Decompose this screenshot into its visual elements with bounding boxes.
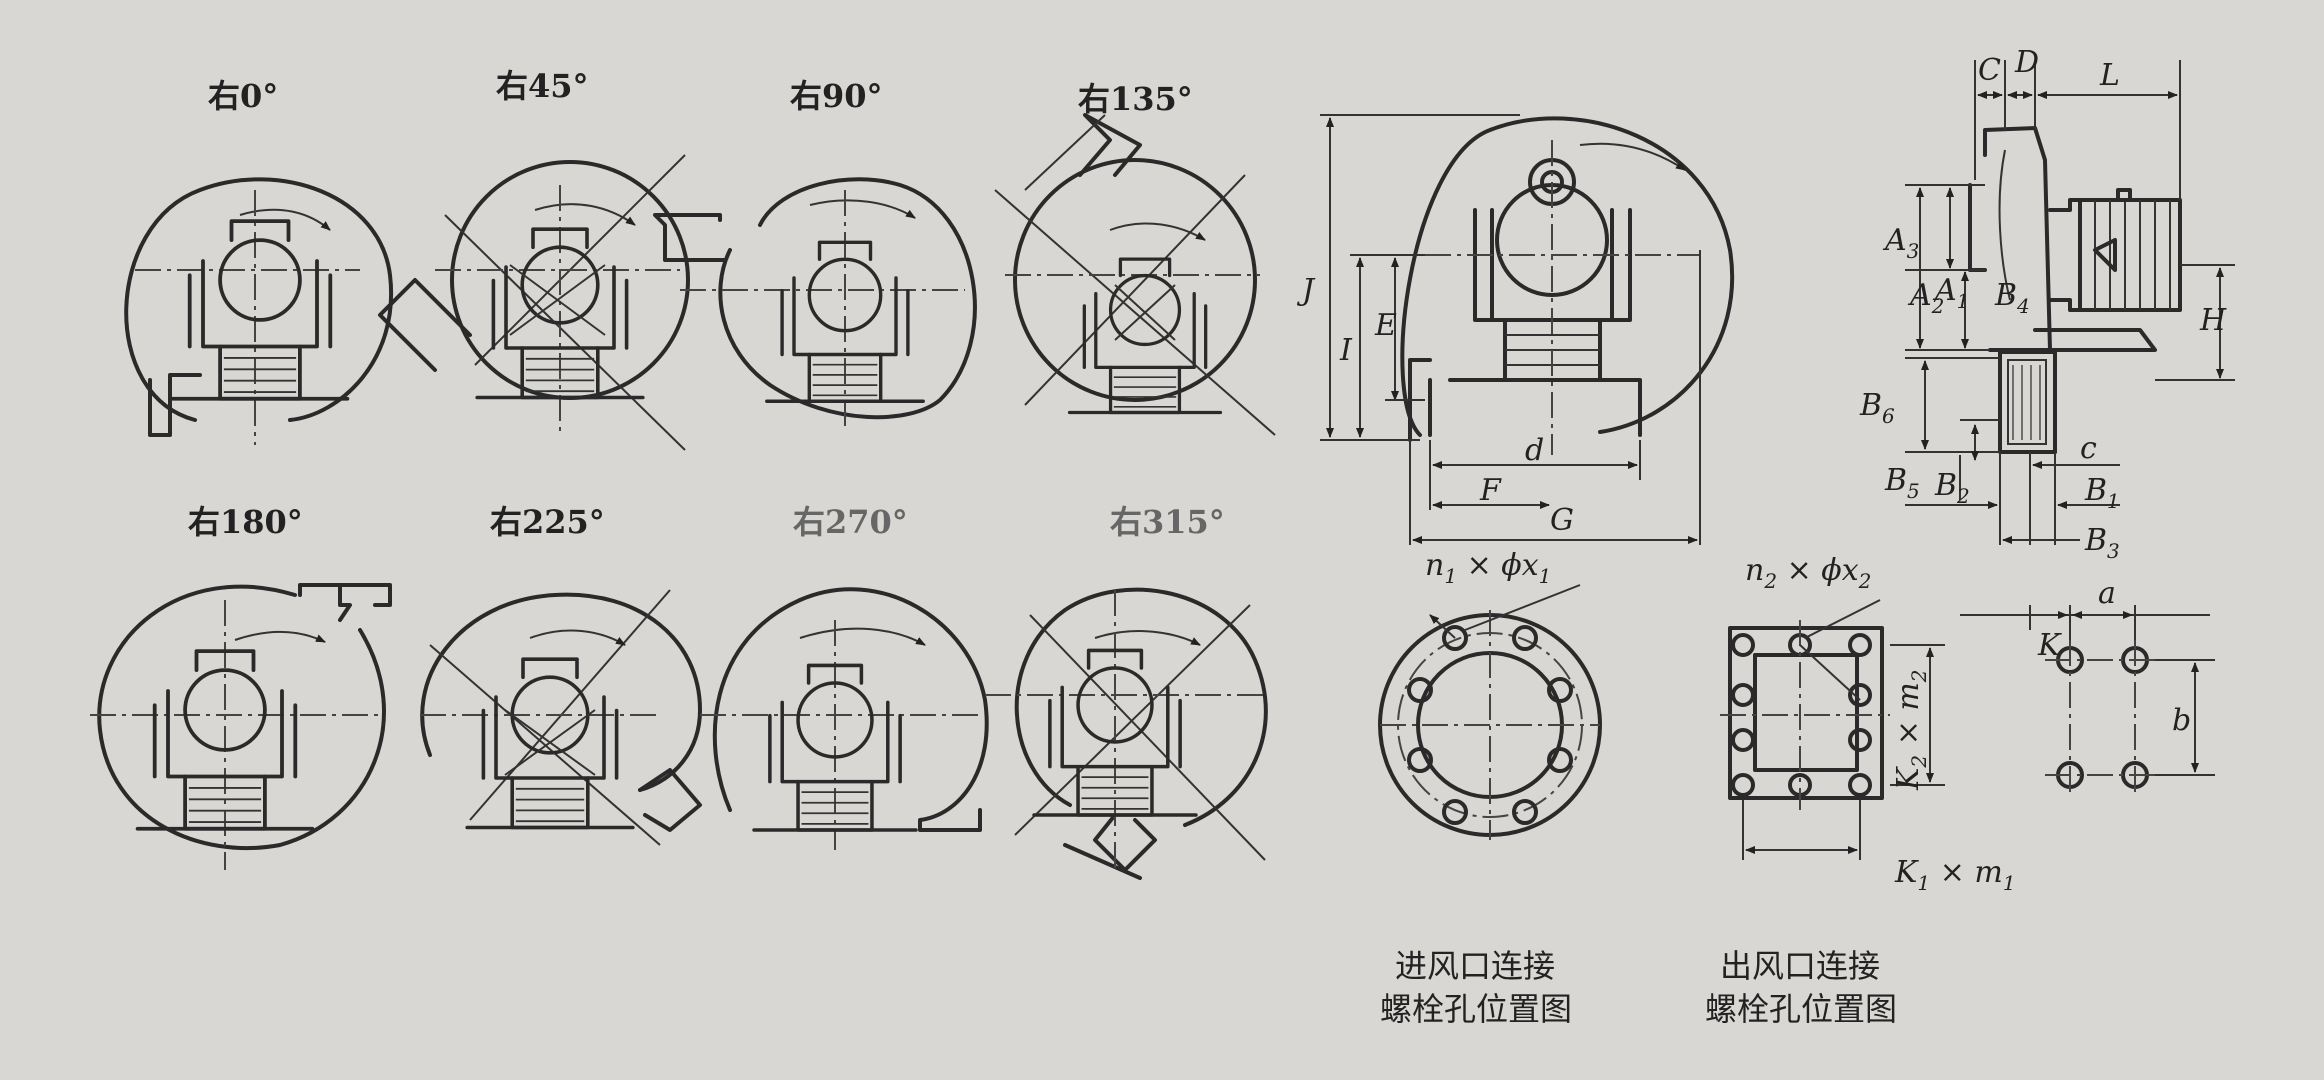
- main-front-view: J I E d F G: [1296, 114, 1735, 545]
- dim-A1: A1: [1932, 273, 1969, 313]
- inlet-flange-diagram: n1 × ϕx1: [1378, 548, 1602, 840]
- dim-B1: B1: [2084, 473, 2120, 513]
- caption-inlet-line1: 进风口连接: [1395, 947, 1555, 985]
- dim-c: c: [2080, 431, 2097, 466]
- side-view: C D L A3 A2 A1 B4 H B6 B5 c B2: [1859, 45, 2235, 563]
- dim-B4: B4: [1994, 278, 2030, 318]
- dim-G: G: [1550, 503, 1574, 538]
- dim-d: d: [1525, 433, 1544, 468]
- dim-B6: B6: [1859, 388, 1895, 428]
- dim-L: L: [2099, 58, 2120, 93]
- view-right-0: [124, 177, 394, 445]
- label-right-315: 右315°: [1110, 503, 1225, 541]
- dim-I: I: [1339, 333, 1353, 368]
- view-right-315: [985, 587, 1268, 880]
- outlet-dim-k1-m1: K1 × m1: [1894, 855, 2016, 895]
- view-right-90: [653, 177, 977, 430]
- view-right-180: [90, 583, 392, 870]
- caption-outlet-line1: 出风口连接: [1720, 947, 1880, 985]
- dim-A2: A2: [1907, 278, 1944, 318]
- dim-A3: A3: [1882, 223, 1919, 263]
- dim-C: C: [1978, 53, 2001, 88]
- label-right-225: 右225°: [490, 503, 605, 541]
- foundation-bolt-layout: K a b: [1960, 576, 2215, 795]
- caption-inlet-line2: 螺栓孔位置图: [1380, 990, 1572, 1028]
- dim-E: E: [1374, 308, 1397, 343]
- dim-b: b: [2172, 703, 2191, 738]
- label-right-180: 右180°: [188, 503, 303, 541]
- dim-B3: B3: [2084, 523, 2120, 563]
- dim-K: K: [2037, 628, 2062, 663]
- dim-B5: B5: [1884, 463, 1920, 503]
- dim-F: F: [1479, 473, 1502, 508]
- dim-a: a: [2098, 576, 2116, 611]
- caption-outlet-line2: 螺栓孔位置图: [1705, 990, 1897, 1028]
- outlet-dim-k2-m2: K2 × m2: [1891, 669, 1931, 791]
- label-right-90: 右90°: [790, 77, 883, 115]
- inlet-bolt-spec: n1 × ϕx1: [1425, 548, 1551, 588]
- outlet-bolt-spec: n2 × ϕx2: [1745, 553, 1871, 593]
- view-right-45: [378, 154, 690, 451]
- view-right-270: [700, 587, 989, 850]
- dim-B2: B2: [1934, 468, 1970, 508]
- view-right-225: [420, 589, 702, 846]
- outlet-flange-diagram: n2 × ϕx2 K2 × m2 K1 × m1: [1720, 553, 2016, 895]
- dim-J: J: [1296, 273, 1316, 308]
- label-right-135: 右135°: [1078, 80, 1193, 118]
- label-right-0: 右0°: [208, 77, 278, 115]
- view-right-135: [994, 113, 1276, 436]
- dim-D: D: [2014, 45, 2039, 80]
- label-right-270: 右270°: [793, 503, 908, 541]
- label-right-45: 右45°: [496, 67, 589, 105]
- dim-H: H: [2199, 303, 2227, 338]
